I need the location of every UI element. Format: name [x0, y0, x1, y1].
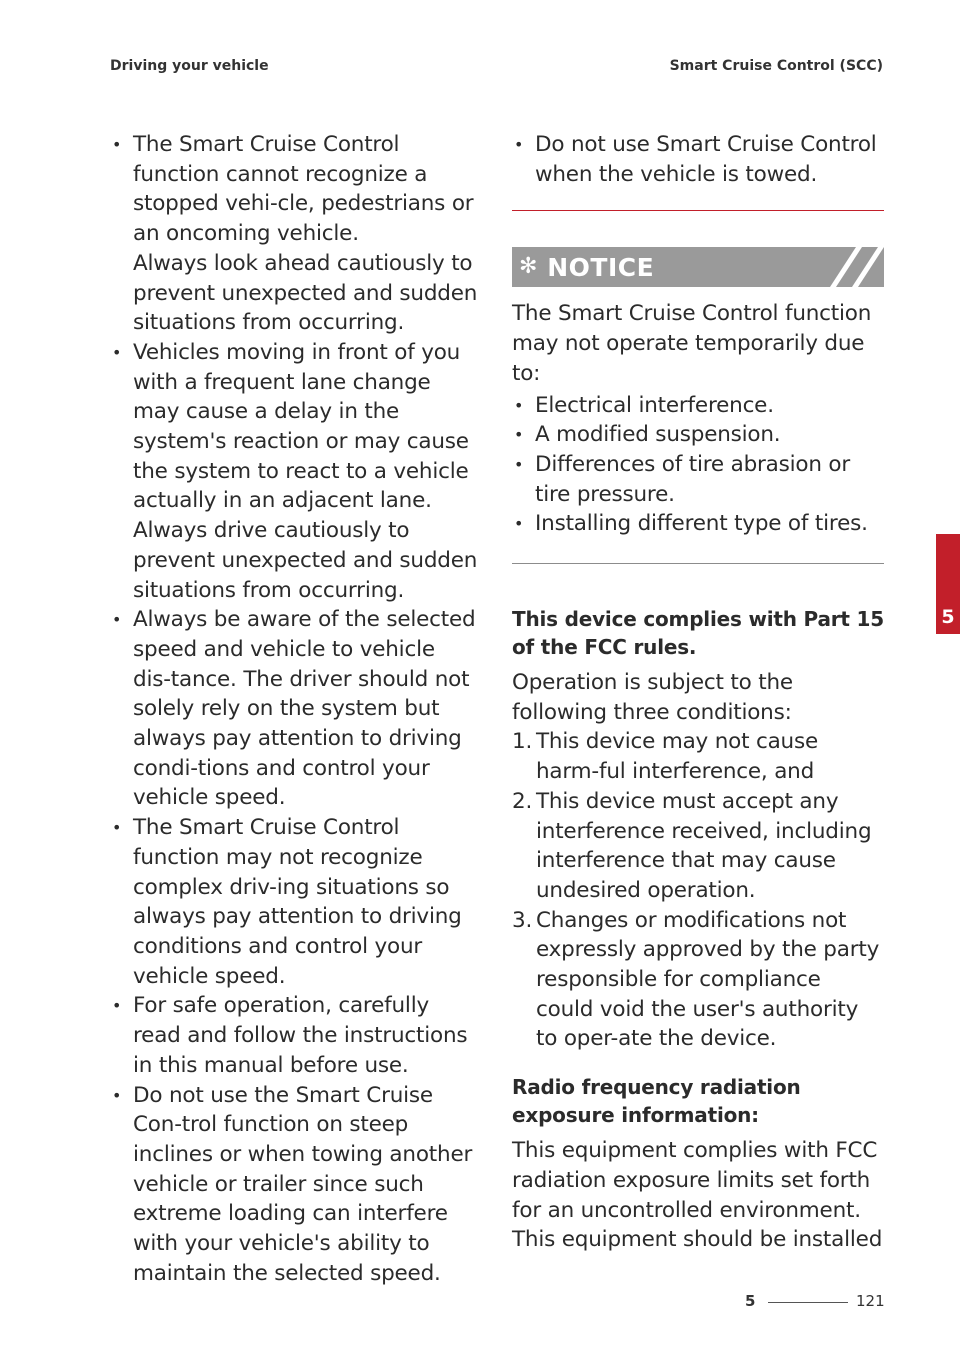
notice-star-icon: ✻: [519, 254, 538, 280]
notice-title: NOTICE: [547, 252, 655, 282]
list-item: Do not use the Smart Cruise Con-trol fun…: [110, 1081, 478, 1289]
list-item: Electrical interference.: [512, 391, 884, 421]
list-item: The Smart Cruise Control function may no…: [110, 813, 478, 991]
list-item-number: 1.: [512, 729, 533, 755]
slash-stripes-icon: [822, 247, 884, 288]
list-item: 2. This device must accept any interfere…: [512, 787, 884, 906]
list-item-subtext: Always drive cautiously to prevent unexp…: [133, 518, 478, 603]
list-item-text: Vehicles moving in front of you with a f…: [133, 339, 469, 514]
radio-heading: Radio frequency radiation exposure infor…: [512, 1075, 801, 1127]
footer-page-number: 121: [856, 1292, 885, 1310]
section-divider: [512, 210, 884, 212]
fcc-heading: This device complies with Part 15 of the…: [512, 607, 884, 659]
list-item-text: Changes or modifications not expressly a…: [536, 907, 880, 1052]
list-item-number: 2.: [512, 788, 533, 814]
list-item-text: The Smart Cruise Control function cannot…: [133, 132, 474, 247]
radio-text: This equipment complies with FCC radiati…: [512, 1138, 883, 1253]
running-header-right: Smart Cruise Control (SCC): [669, 58, 883, 74]
chapter-tab: 5: [936, 534, 960, 634]
notice-banner: ✻ NOTICE: [512, 247, 884, 288]
list-item: 1. This device may not cause harm-ful in…: [512, 727, 884, 786]
notice-end-divider: [512, 563, 884, 565]
list-item-text: Always be aware of the selected speed an…: [133, 607, 476, 811]
notice-intro: The Smart Cruise Control function may no…: [512, 301, 872, 386]
list-item-text: Do not use the Smart Cruise Con-trol fun…: [133, 1082, 473, 1286]
caution-list: The Smart Cruise Control function cannot…: [110, 130, 478, 1288]
list-item: A modified suspension.: [512, 420, 884, 450]
list-item-text: For safe operation, carefully read and f…: [133, 993, 468, 1078]
list-item: Differences of tire abrasion or tire pre…: [512, 450, 884, 509]
list-item-text: The Smart Cruise Control function may no…: [133, 815, 462, 989]
footer-chapter-number: 5: [745, 1292, 756, 1310]
list-item: Vehicles moving in front of you with a f…: [110, 338, 478, 605]
list-item: Do not use Smart Cruise Control when the…: [512, 130, 884, 189]
list-item-number: 3.: [512, 907, 533, 933]
list-item: For safe operation, carefully read and f…: [110, 991, 478, 1080]
list-item: The Smart Cruise Control function cannot…: [110, 130, 478, 338]
notice-list: Electrical interference. A modified susp…: [512, 391, 884, 540]
list-item: 3. Changes or modifications not expressl…: [512, 906, 884, 1055]
list-item-text: This device may not cause harm-ful inter…: [536, 729, 818, 785]
list-item: Installing different type of tires.: [512, 509, 884, 539]
running-header-left: Driving your vehicle: [110, 58, 269, 74]
list-item-text: This device must accept any interference…: [536, 788, 872, 903]
list-item-subtext: Always look ahead cautiously to prevent …: [133, 250, 478, 336]
fcc-intro: Operation is subject to the following th…: [512, 670, 793, 725]
left-column: The Smart Cruise Control function cannot…: [110, 130, 478, 1288]
list-item: Always be aware of the selected speed an…: [110, 605, 478, 813]
footer-divider: [768, 1302, 848, 1303]
right-column: Do not use Smart Cruise Control when the…: [512, 130, 884, 1255]
caution-list-continued: Do not use Smart Cruise Control when the…: [512, 130, 884, 189]
fcc-conditions-list: 1. This device may not cause harm-ful in…: [512, 727, 884, 1054]
